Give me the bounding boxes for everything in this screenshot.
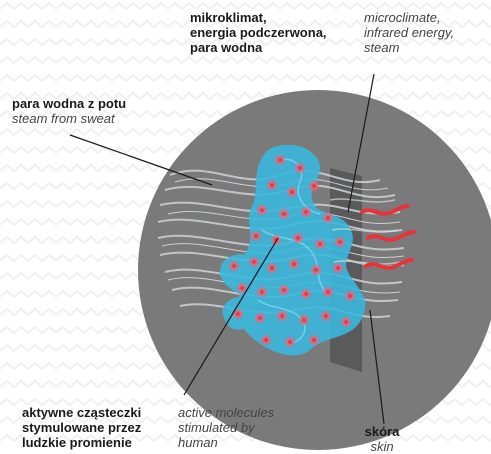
- label-sweat-en: steam from sweat: [12, 111, 126, 126]
- label-molecules-pl-line3: ludzkie promienie: [22, 435, 141, 450]
- label-molecules-en-line3: human: [178, 435, 274, 450]
- label-sweat-pl: para wodna z potu: [12, 96, 126, 111]
- label-sweat: para wodna z potu steam from sweat: [12, 96, 126, 126]
- label-microclimate-pl-line1: mikroklimat,: [190, 10, 327, 25]
- label-microclimate-pl-line3: para wodna: [190, 40, 327, 55]
- label-microclimate-en: microclimate, infrared energy, steam: [364, 10, 454, 55]
- label-molecules-pl-line1: aktywne cząsteczki: [22, 405, 141, 420]
- label-microclimate-pl: mikroklimat, energia podczerwona, para w…: [190, 10, 327, 55]
- label-molecules-en-line2: stimulated by: [178, 420, 274, 435]
- label-microclimate-pl-line2: energia podczerwona,: [190, 25, 327, 40]
- label-microclimate-en-line1: microclimate,: [364, 10, 454, 25]
- label-microclimate-en-line3: steam: [364, 40, 454, 55]
- label-molecules-pl-line2: stymulowane przez: [22, 420, 141, 435]
- label-molecules-en-line1: active molecules: [178, 405, 274, 420]
- label-skin: skóra skin: [362, 424, 402, 454]
- label-molecules-pl: aktywne cząsteczki stymulowane przez lud…: [22, 405, 141, 450]
- label-skin-pl: skóra: [362, 424, 402, 439]
- label-microclimate-en-line2: infrared energy,: [364, 25, 454, 40]
- label-molecules-en: active molecules stimulated by human: [178, 405, 274, 450]
